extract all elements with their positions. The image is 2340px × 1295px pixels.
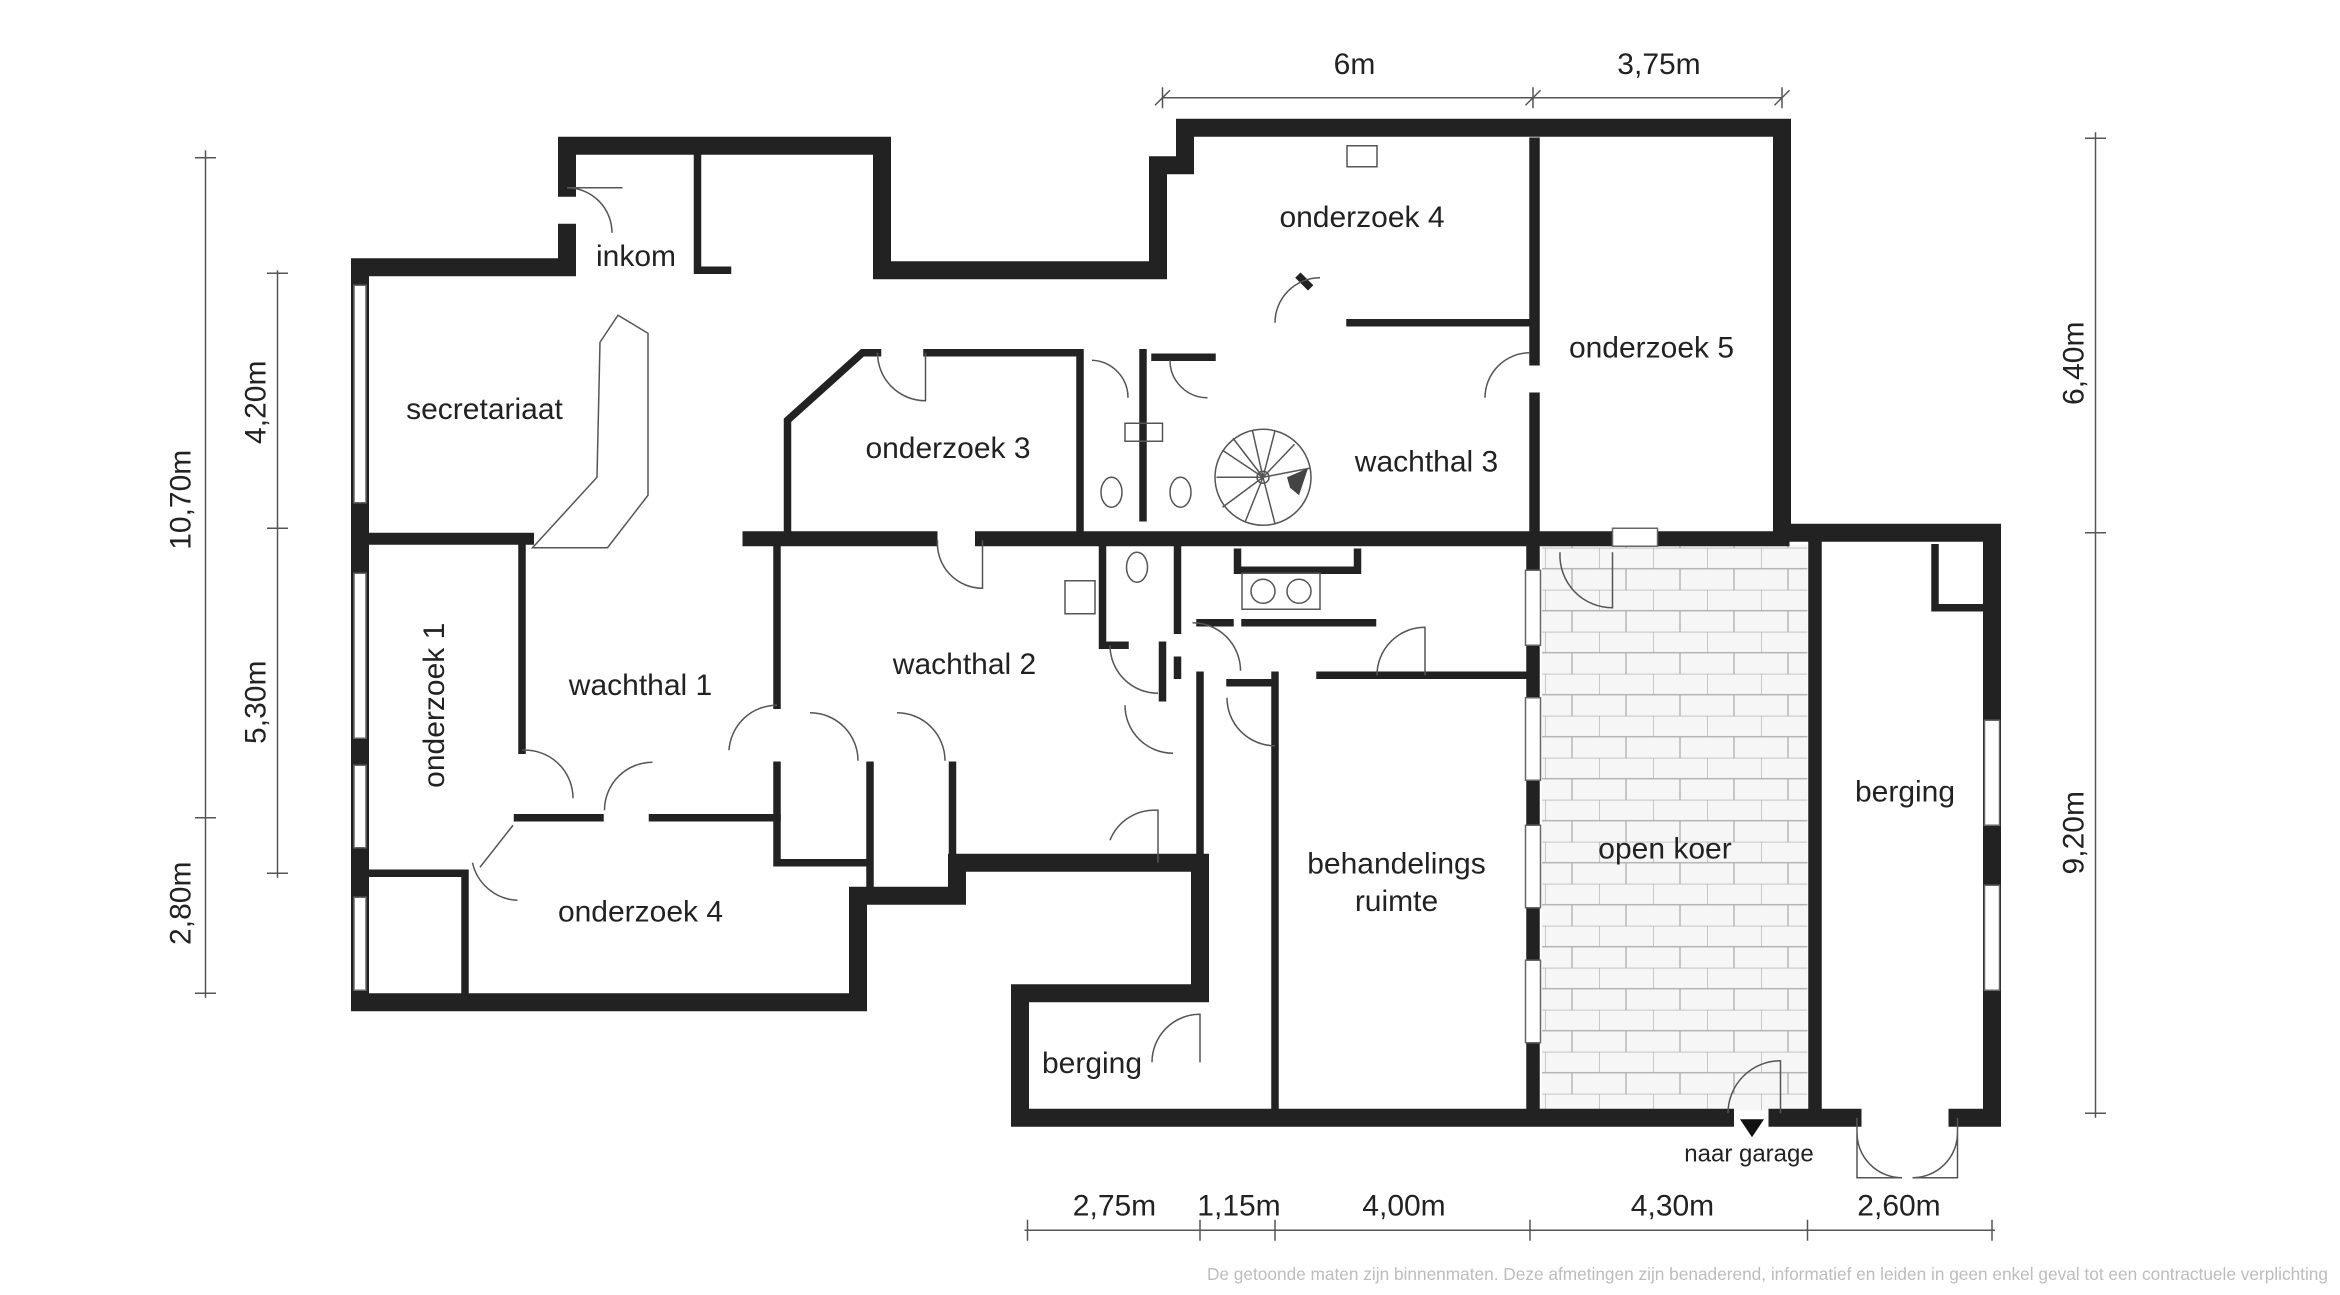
fixtures	[1064, 145, 1378, 615]
dim-left-2-80m: 2,80m	[165, 862, 198, 945]
doors	[471, 187, 1959, 1179]
dim-bottom-4-30m: 4,30m	[1631, 1189, 1714, 1222]
dim-bottom-2-60m: 2,60m	[1857, 1189, 1940, 1222]
disclaimer-footer: De getoonde maten zijn binnenmaten. Deze…	[1207, 1264, 2328, 1284]
dim-top-6m: 6m	[1334, 48, 1376, 81]
room-label-wachthal-3: wachthal 3	[1354, 445, 1498, 478]
desk	[530, 314, 649, 549]
room-label-inkom: inkom	[596, 240, 676, 273]
label-naar-garage: naar garage	[1684, 1140, 1813, 1167]
dim-bottom-2-75m: 2,75m	[1073, 1189, 1156, 1222]
spiral-stair	[1214, 428, 1312, 526]
dimension-lines	[195, 87, 2106, 1241]
room-label-secretariaat: secretariaat	[406, 393, 563, 426]
room-label-berging-right: berging	[1855, 775, 1955, 808]
room-label-berging-small: berging	[1042, 1047, 1142, 1080]
room-label-onderzoek-3: onderzoek 3	[865, 432, 1030, 465]
room-label-onderzoek-4-bottom: onderzoek 4	[558, 895, 723, 928]
dim-bottom-1-15m: 1,15m	[1197, 1189, 1280, 1222]
room-label-behandelings: behandelings	[1307, 847, 1486, 880]
dim-bottom-4-00m: 4,00m	[1362, 1189, 1445, 1222]
dim-left-5-30m: 5,30m	[240, 661, 273, 744]
dim-left-10-70m: 10,70m	[165, 450, 198, 550]
room-label-ruimte: ruimte	[1355, 885, 1438, 918]
dim-right-9-20m: 9,20m	[2058, 791, 2091, 874]
room-label-onderzoek-4-top: onderzoek 4	[1279, 201, 1444, 234]
open-koer-tiles	[1542, 544, 1808, 1111]
room-label-wachthal-2: wachthal 2	[892, 648, 1036, 681]
room-label-onderzoek-5: onderzoek 5	[1569, 331, 1734, 364]
room-label-onderzoek-1: onderzoek 1	[418, 623, 451, 788]
dim-left-4-20m: 4,20m	[240, 361, 273, 444]
interior-walls	[354, 137, 1992, 1125]
dim-top-3-75m: 3,75m	[1617, 48, 1700, 81]
dim-right-6-40m: 6,40m	[2058, 322, 2091, 405]
windows	[353, 284, 2001, 1044]
room-label-wachthal-1: wachthal 1	[568, 669, 712, 702]
room-label-open-koer: open koer	[1598, 832, 1731, 865]
naar-garage-arrow	[1740, 1119, 1764, 1138]
